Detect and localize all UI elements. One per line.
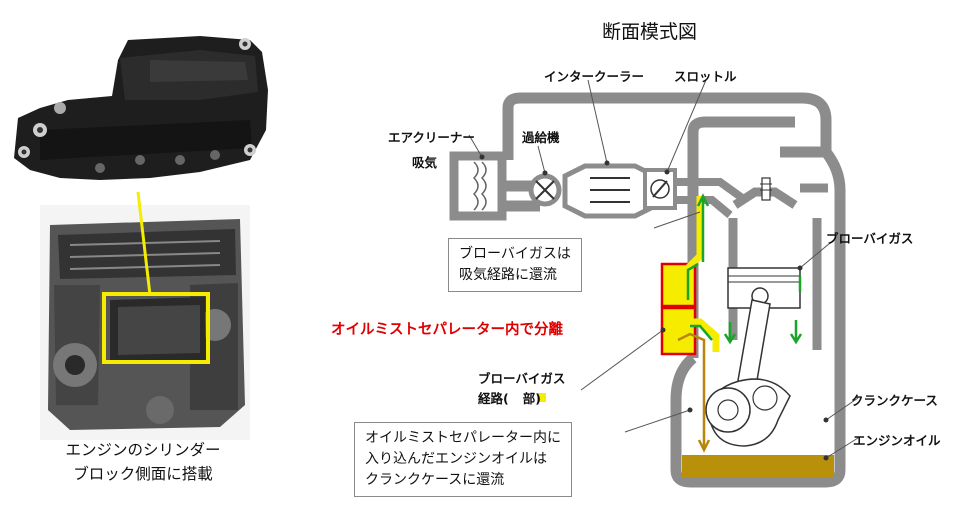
label-engine-oil: エンジンオイル — [853, 433, 941, 448]
callout-top-line2: 吸気経路に還流 — [459, 267, 557, 283]
separator-photo — [14, 36, 268, 180]
callout-blowby-return: ブローバイガスは 吸気経路に還流 — [448, 238, 582, 292]
callout-bottom-line3: クランクケースに還流 — [365, 472, 505, 488]
caption-line1: エンジンのシリンダー — [65, 441, 221, 459]
callout-bottom-line2: 入り込んだエンジンオイルは — [365, 451, 547, 467]
label-intercooler: インタークーラー — [544, 69, 645, 84]
label-blowby-path-line1: ブローバイガス — [478, 371, 566, 386]
label-separation: オイルミストセパレーター内で分離 — [331, 322, 563, 338]
label-blowby-gas: ブローバイガス — [826, 231, 914, 246]
location-highlight — [102, 191, 210, 364]
label-blowby-path-post: 部) — [522, 391, 541, 406]
label-turbo: 過給機 — [522, 130, 560, 145]
label-blowby-path-line2: 経路( 部) — [478, 388, 541, 407]
callout-bottom-line1: オイルミストセパレーター内に — [365, 430, 561, 446]
label-throttle: スロットル — [674, 69, 737, 84]
caption-line2: ブロック側面に搭載 — [73, 465, 213, 483]
label-blowby-path-pre: 経路( — [478, 391, 509, 406]
yellow-swatch — [537, 393, 546, 402]
label-crankcase: クランクケース — [851, 393, 938, 408]
engine-photo — [40, 205, 250, 440]
left-caption: エンジンのシリンダー ブロック側面に搭載 — [28, 438, 258, 486]
label-intake: 吸気 — [412, 155, 438, 170]
diagram-title: 断面模式図 — [602, 21, 698, 43]
callout-oil-return: オイルミストセパレーター内に 入り込んだエンジンオイルは クランクケースに還流 — [354, 422, 572, 497]
label-air-cleaner: エアクリーナー — [388, 130, 475, 145]
callout-top-line1: ブローバイガスは — [459, 246, 571, 262]
